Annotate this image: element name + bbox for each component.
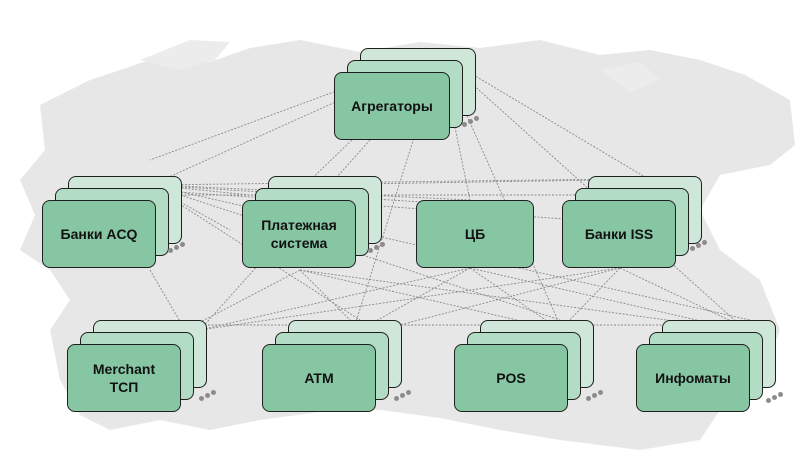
node-label: Банки ISS [584,226,654,242]
node-atm: ATM [262,320,422,420]
node-pos: POS [454,320,614,420]
node-label: Платежная система [261,217,337,251]
node-label: POS [496,370,526,386]
payment-system-card: Платежная система [242,200,356,268]
node-infomats: Инфоматы [636,320,796,420]
infomats-card: Инфоматы [636,344,750,412]
node-label: Агрегаторы [351,98,433,114]
node-acquiring-banks: Банки ACQ [42,176,192,276]
acquiring-banks-card: Банки ACQ [42,200,156,268]
node-issuing-banks: Банки ISS [562,176,722,276]
node-label: Merchant ТСП [92,361,156,395]
pos-card: POS [454,344,568,412]
node-aggregators: Агрегаторы [334,48,484,148]
more-dots-icon [462,114,482,128]
node-payment-system: Платежная система [242,176,392,276]
more-dots-icon [199,388,219,402]
aggregators-card: Агрегаторы [334,72,450,140]
issuing-banks-card: Банки ISS [562,200,676,268]
node-label: Банки ACQ [60,226,138,242]
atm-card: ATM [262,344,376,412]
more-dots-icon [690,238,710,252]
node-label: ЦБ [464,226,486,242]
more-dots-icon [168,240,188,254]
node-label: Инфоматы [655,370,731,386]
node-label: ATM [304,370,334,386]
node-central-bank: ЦБ [416,200,536,270]
more-dots-icon [394,388,414,402]
node-merchant: Merchant ТСП [67,320,227,420]
merchant-card: Merchant ТСП [67,344,181,412]
central-bank-card: ЦБ [416,200,534,268]
more-dots-icon [766,390,786,404]
more-dots-icon [368,240,388,254]
more-dots-icon [586,388,606,402]
